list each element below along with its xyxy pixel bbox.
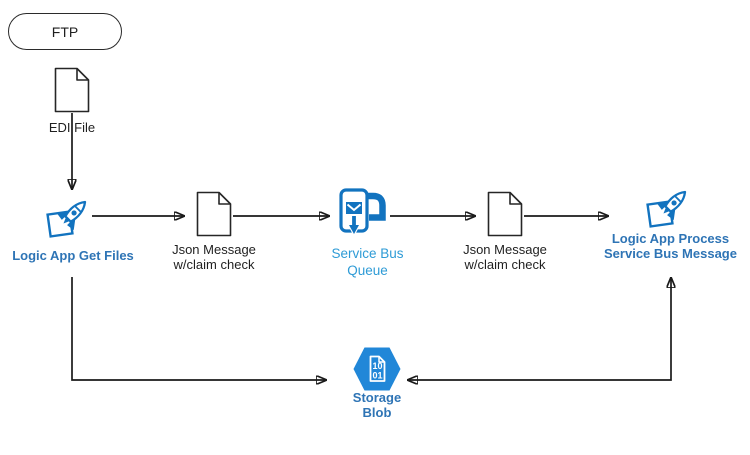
document-icon bbox=[196, 191, 232, 237]
storage-blob-label: Storage Blob bbox=[352, 390, 402, 420]
logic-app-rocket-icon bbox=[646, 190, 687, 228]
blob-digits-top: 10 bbox=[372, 361, 382, 371]
edi-file-label: EDI File bbox=[48, 120, 96, 135]
service-bus-queue-icon bbox=[339, 188, 386, 237]
document-icon bbox=[487, 191, 523, 237]
storage-blob-icon: 10 01 bbox=[353, 347, 401, 391]
json-message-out-label: Json Message w/claim check bbox=[463, 242, 547, 272]
blob-digits-bottom: 01 bbox=[372, 371, 382, 381]
arrow-getfiles-to-storageblob bbox=[71, 277, 326, 380]
service-bus-queue-label: Service Bus Queue bbox=[331, 246, 404, 278]
logic-app-get-files-label: Logic App Get Files bbox=[12, 248, 134, 263]
ftp-label: FTP bbox=[51, 23, 79, 40]
logic-app-process-label: Logic App Process Service Bus Message bbox=[604, 231, 737, 261]
arrow-storageblob-process-bidirectional bbox=[408, 278, 671, 380]
document-icon bbox=[54, 67, 90, 113]
json-message-in-label: Json Message w/claim check bbox=[172, 242, 256, 272]
node-ftp: FTP bbox=[8, 13, 122, 50]
logic-app-rocket-icon bbox=[46, 200, 87, 238]
